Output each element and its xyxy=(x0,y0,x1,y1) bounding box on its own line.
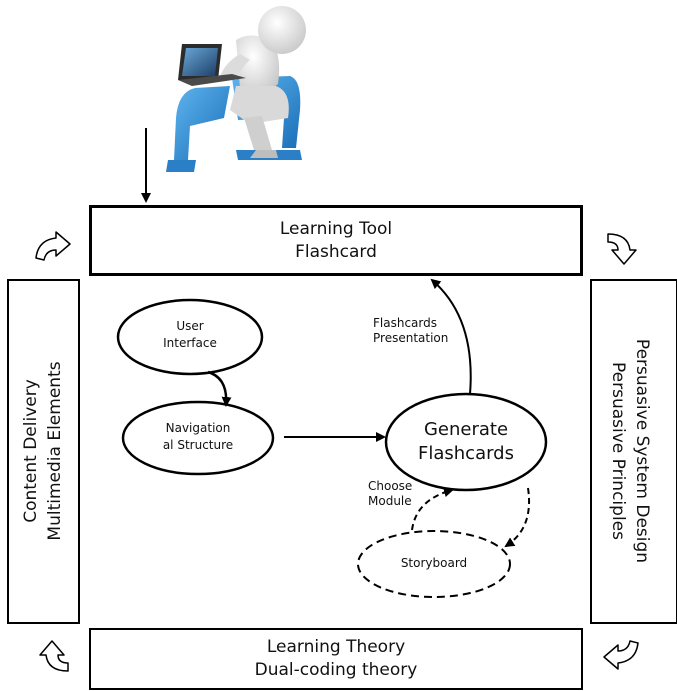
presentation-line1: Flashcards xyxy=(373,316,437,330)
navigational-structure-line2: al Structure xyxy=(162,438,234,452)
presentation-line2: Presentation xyxy=(373,331,449,345)
storyboard-to-generate-arrow xyxy=(411,487,454,531)
dual-coding-subtitle: Dual-coding theory xyxy=(254,660,418,680)
content-delivery-box xyxy=(7,279,80,624)
ui-to-navigation-arrow xyxy=(207,370,232,407)
user-interface-label: User Interface xyxy=(140,318,240,352)
flashcard-subtitle: Flashcard xyxy=(295,241,377,262)
learning-theory-title: Learning Theory xyxy=(266,637,406,657)
cycle-arrow-icon xyxy=(603,640,639,670)
user-at-laptop-icon xyxy=(166,6,306,172)
generate-flashcards-line2: Flashcards xyxy=(418,443,514,464)
learning-tool-title: Learning Tool xyxy=(279,218,393,239)
storyboard-node xyxy=(357,530,511,598)
generate-flashcards-node xyxy=(384,392,548,492)
navigational-structure-node xyxy=(121,400,275,476)
choose-module-line2: Module xyxy=(368,494,412,508)
flashcards-presentation-label: Flashcards Presentation xyxy=(373,316,448,346)
cycle-arrow-icon xyxy=(35,231,71,261)
navigational-structure-label: Navigation al Structure xyxy=(148,420,248,454)
user-interface-line2: Interface xyxy=(163,336,217,350)
user-interface-line1: User xyxy=(176,319,204,333)
cycle-arrow-icon xyxy=(39,640,69,672)
learning-tool-box: Learning Tool Flashcard xyxy=(89,205,583,276)
generate-to-storyboard-arrow xyxy=(504,487,530,548)
choose-module-line1: Choose xyxy=(368,479,413,493)
choose-module-label: Choose Module xyxy=(368,479,412,509)
generate-flashcards-label: Generate Flashcards xyxy=(396,418,536,466)
user-interface-node xyxy=(116,298,264,376)
cycle-arrow-icon xyxy=(607,233,637,265)
generate-to-tool-arrow xyxy=(430,278,472,395)
generate-flashcards-line1: Generate xyxy=(423,419,509,440)
storyboard-label: Storyboard xyxy=(400,556,468,570)
navigational-structure-line1: Navigation xyxy=(165,421,231,435)
learning-theory-box: Learning Theory Dual-coding theory xyxy=(89,628,583,690)
